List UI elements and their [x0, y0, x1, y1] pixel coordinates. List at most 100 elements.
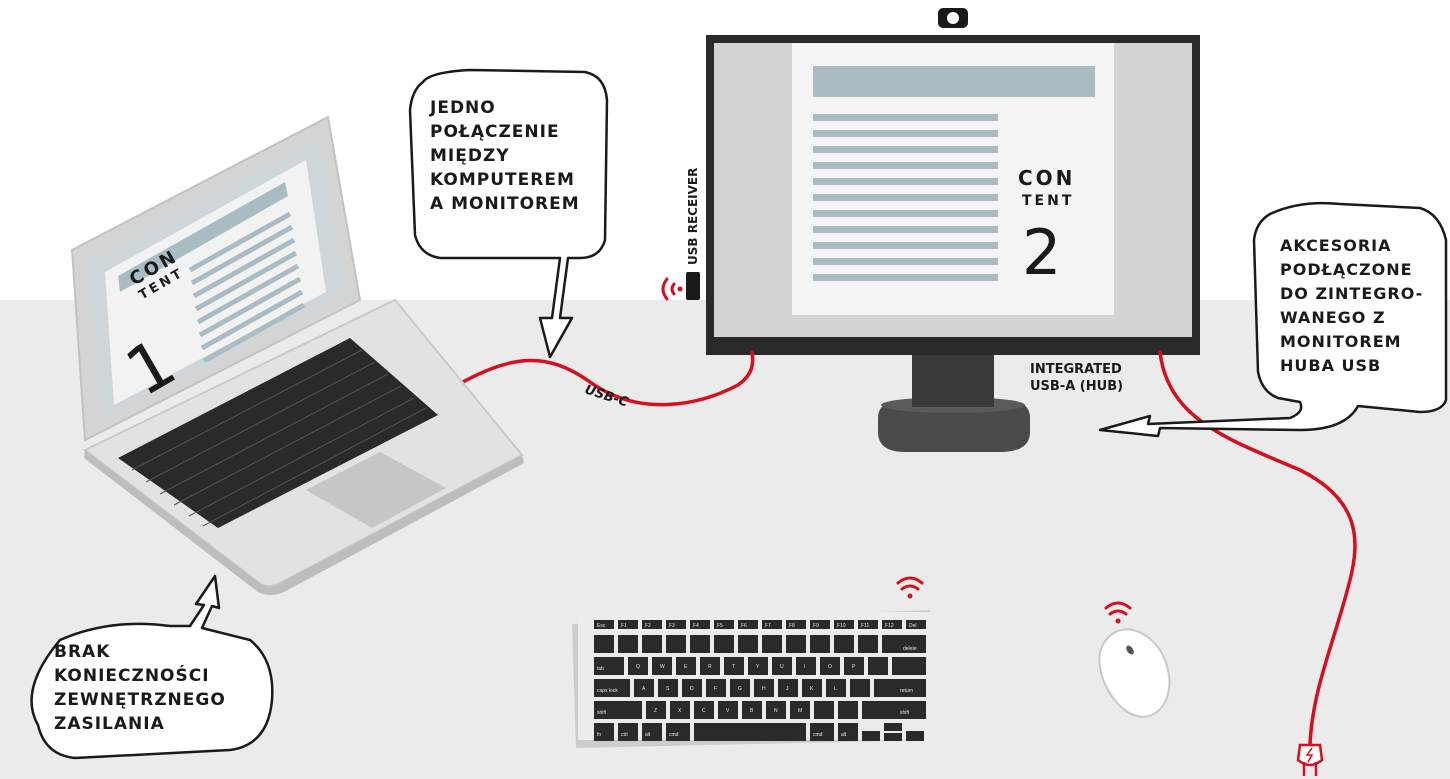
bubble-line: KOMPUTEREM: [430, 170, 575, 190]
bubble-line: MIĘDZY: [430, 146, 510, 166]
keyboard-keys: [594, 620, 926, 741]
monitor-stand-base: [878, 400, 1030, 452]
usb-receiver-dongle: [686, 272, 700, 300]
usb-c-cable: [450, 350, 755, 407]
svg-text:cmd: cmd: [813, 732, 823, 738]
monitor-content-word-bottom: TENT: [1022, 193, 1075, 209]
bubble-single-connection: [408, 68, 609, 359]
bubble-line: JEDNO: [430, 98, 496, 118]
wireless-mouse: [1098, 601, 1171, 718]
key-label: F10: [837, 623, 846, 629]
integrated-hub-label: INTEGRATED USB-A (HUB): [1030, 361, 1123, 395]
wifi-icon: [896, 576, 924, 599]
key-label: U: [780, 664, 784, 670]
svg-text:delete: delete: [903, 646, 917, 652]
key-label: F2: [645, 623, 651, 629]
key-label: V: [726, 708, 730, 714]
monitor-stand-neck: [912, 352, 994, 407]
svg-text:shift: shift: [900, 710, 910, 716]
laptop-doc-lines: [188, 211, 306, 364]
key-label: W: [660, 664, 665, 670]
svg-text:tab: tab: [597, 666, 604, 672]
svg-text:return: return: [900, 688, 913, 694]
key-label: S: [666, 686, 670, 692]
monitor: [661, 8, 1200, 452]
key-label: F3: [669, 623, 675, 629]
key-label: F8: [789, 623, 795, 629]
bubble-line: WANEGO Z: [1280, 308, 1386, 327]
svg-text:alt: alt: [841, 732, 847, 738]
laptop: [70, 115, 524, 595]
key-label: F5: [717, 623, 723, 629]
laptop-key-grid: [131, 349, 427, 527]
svg-text:Esc: Esc: [597, 623, 606, 629]
integrated-hub-label-line2: USB-A (HUB): [1030, 379, 1124, 394]
bubble-line: POŁĄCZENIE: [430, 122, 560, 142]
laptop-keyboard: [118, 338, 438, 528]
key-label: R: [708, 664, 712, 670]
key-label: P: [852, 664, 856, 670]
key-label: I: [804, 664, 805, 670]
key-label: B: [750, 708, 754, 714]
bubble-no-external-power: [30, 574, 274, 760]
bubble-line: DO ZINTEGRO-: [1280, 284, 1424, 303]
bubble-accessories: [1098, 201, 1448, 438]
laptop-touchpad: [306, 452, 446, 528]
svg-text:alt: alt: [645, 732, 651, 738]
svg-text:ctrl: ctrl: [621, 732, 628, 738]
key-label: F7: [765, 623, 771, 629]
key-label: F1: [621, 623, 627, 629]
key-label: K: [810, 686, 814, 692]
bubble-line: A MONITOREM: [430, 194, 580, 214]
key-label: F6: [741, 623, 747, 629]
bubble-line: KONIECZNOŚCI: [54, 666, 210, 686]
svg-text:caps lock: caps lock: [597, 688, 618, 694]
key-label: F: [714, 686, 717, 692]
webcam-icon: [938, 8, 968, 28]
power-plug-icon: [1296, 743, 1324, 776]
monitor-content-word-top: CON: [1018, 166, 1076, 190]
bubble-accessories-text: AKCESORIA PODŁĄCZONE DO ZINTEGRO- WANEGO…: [1280, 234, 1423, 378]
key-label: X: [678, 708, 682, 714]
svg-text:cmd: cmd: [669, 732, 679, 738]
bubble-single-connection-text: JEDNO POŁĄCZENIE MIĘDZY KOMPUTEREM A MON…: [430, 96, 580, 216]
bubble-line: AKCESORIA: [1280, 236, 1392, 255]
bubble-line: ZASILANIA: [54, 714, 165, 734]
usb-receiver-label: USB RECEIVER: [686, 167, 700, 265]
key-label: N: [774, 708, 778, 714]
key-label: Q: [636, 664, 640, 670]
key-label: Y: [756, 664, 760, 670]
bubble-line: ZEWNĘTRZNEGO: [54, 690, 226, 710]
bubble-line: MONITOREM: [1280, 332, 1402, 351]
monitor-content-number: 2: [1022, 216, 1062, 289]
bubble-line: HUBA USB: [1280, 356, 1382, 375]
key-label: A: [642, 686, 646, 692]
key-label: F12: [885, 623, 894, 629]
wireless-keyboard: Esc Del delete tab caps lock return shif…: [572, 576, 930, 748]
svg-text:fn: fn: [597, 732, 601, 738]
key-label: D: [690, 686, 694, 692]
key-label: T: [732, 664, 735, 670]
integrated-hub-label-line1: INTEGRATED: [1030, 362, 1122, 377]
key-label: L: [834, 686, 837, 692]
wifi-icon: [1104, 601, 1132, 624]
key-label: C: [702, 708, 706, 714]
key-label: M: [798, 708, 802, 714]
key-label: G: [738, 686, 742, 692]
key-label: F11: [861, 623, 869, 629]
key-label: F4: [693, 623, 699, 629]
key-label: O: [828, 664, 832, 670]
svg-text:Del: Del: [909, 623, 917, 629]
bubble-line: BRAK: [54, 642, 111, 662]
radio-waves-icon: [661, 277, 683, 301]
bubble-line: PODŁĄCZONE: [1280, 260, 1413, 279]
bubble-no-external-power-text: BRAK KONIECZNOŚCI ZEWNĘTRZNEGO ZASILANIA: [54, 640, 226, 736]
key-label: Z: [654, 708, 657, 714]
key-label: F9: [813, 623, 819, 629]
key-label: J: [786, 686, 789, 692]
svg-text:shift: shift: [597, 710, 607, 716]
key-label: H: [762, 686, 766, 692]
monitor-doc-lines: [813, 114, 998, 281]
